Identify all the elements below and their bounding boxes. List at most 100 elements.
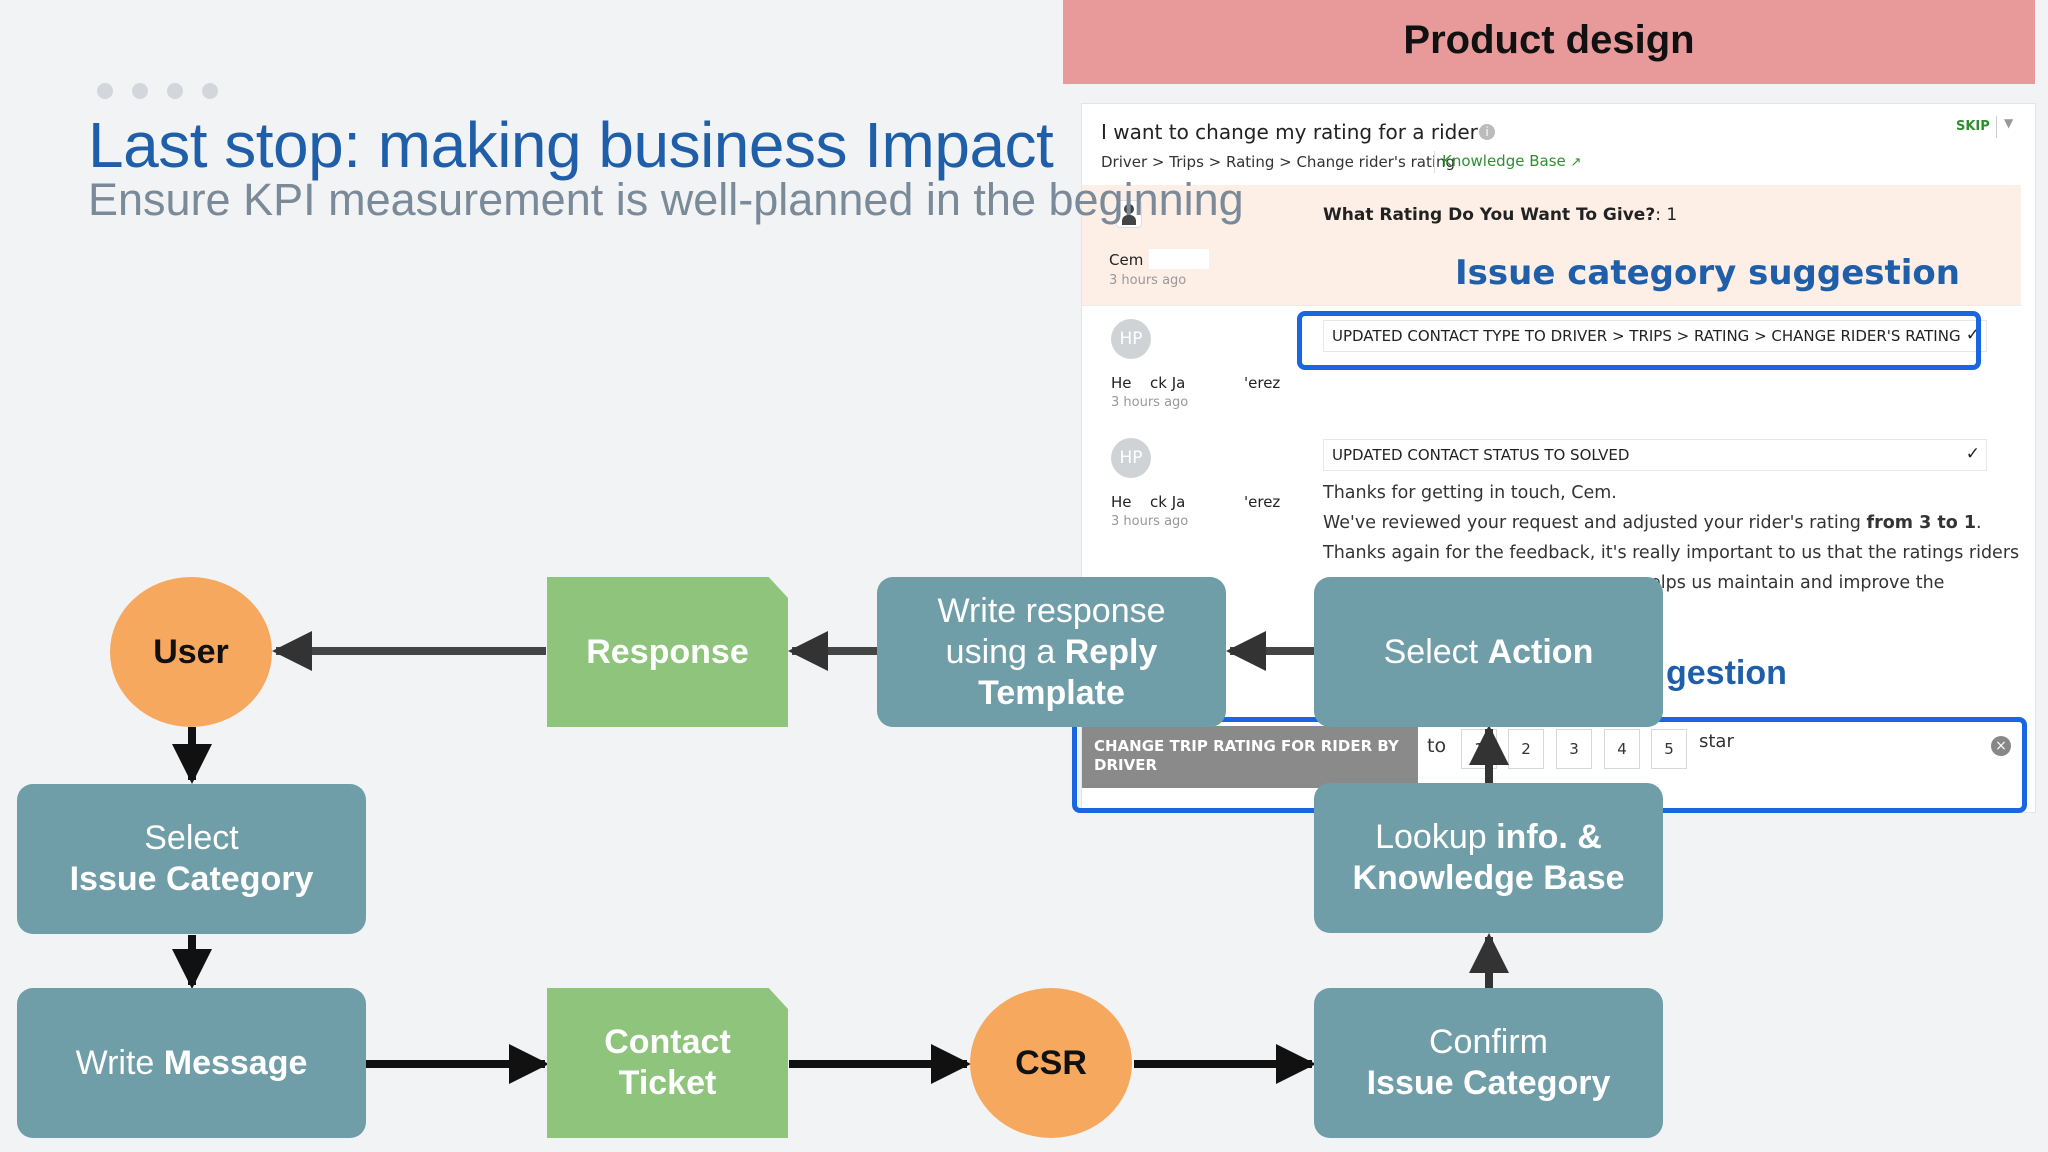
contact-ticket-line: Contact bbox=[604, 1023, 731, 1061]
reply-message-line: We've reviewed your request and adjusted… bbox=[1323, 513, 1982, 533]
csr-node-label: CSR bbox=[1015, 1043, 1087, 1082]
write-message-line: Write Message bbox=[76, 1043, 308, 1084]
agent-name-part: 'erez bbox=[1244, 374, 1281, 392]
select-action-bold: Action bbox=[1487, 632, 1594, 671]
knowledge-base-link[interactable]: Knowledge Base ↗ bbox=[1442, 152, 1581, 170]
reply-message-line: Thanks again for the feedback, it's real… bbox=[1323, 543, 2020, 563]
select-action-node: Select Action bbox=[1314, 577, 1663, 727]
write-response-bold: Template bbox=[978, 673, 1125, 712]
customer-avatar bbox=[1116, 200, 1142, 228]
agent-name-part: He bbox=[1111, 374, 1132, 392]
agent-name-part: ck Ja bbox=[1150, 374, 1186, 392]
chevron-down-icon[interactable]: ▼ bbox=[2004, 116, 2014, 130]
reply-message-line: elps us maintain and improve the bbox=[1650, 573, 1945, 593]
user-node: User bbox=[110, 577, 272, 727]
contact-ticket-line: Ticket bbox=[618, 1064, 717, 1102]
agent-initials: HP bbox=[1119, 329, 1143, 349]
star-option-4[interactable]: 4 bbox=[1604, 729, 1640, 769]
breadcrumb-divider bbox=[1434, 151, 1435, 173]
lookup-bold: info. & bbox=[1496, 818, 1602, 856]
agent-avatar: HP bbox=[1111, 319, 1151, 359]
issue-category-suggestion-label: Issue category suggestion bbox=[1455, 253, 1960, 293]
reply-message-line: Thanks for getting in touch, Cem. bbox=[1323, 483, 1617, 503]
lookup-info-node: Lookup info. & Knowledge Base bbox=[1314, 783, 1663, 933]
confirm-line: Issue Category bbox=[1367, 1063, 1611, 1104]
csr-node: CSR bbox=[970, 988, 1132, 1138]
reply-message-text: We've reviewed your request and adjusted… bbox=[1323, 513, 1867, 533]
action-row-label: UPDATED CONTACT TYPE TO DRIVER > TRIPS >… bbox=[1332, 327, 1961, 345]
write-response-bold: Reply bbox=[1064, 632, 1158, 671]
agent-name-part: He bbox=[1111, 493, 1132, 511]
star-option-5[interactable]: 5 bbox=[1651, 729, 1687, 769]
rating-question-label: What Rating Do You Want To Give? bbox=[1323, 205, 1656, 225]
select-action-text: Select bbox=[1383, 632, 1488, 671]
agent-name-part: ck Ja bbox=[1150, 493, 1186, 511]
contact-type-highlight bbox=[1297, 311, 1981, 370]
check-icon: ✓ bbox=[1965, 444, 1980, 464]
pager-dot bbox=[97, 83, 113, 99]
product-design-header: Product design bbox=[1063, 0, 2035, 84]
rating-question-value: : 1 bbox=[1655, 205, 1678, 225]
select-issue-line: Issue Category bbox=[70, 859, 314, 900]
select-action-line: Select Action bbox=[1384, 632, 1594, 673]
customer-name: Cem ! bbox=[1109, 251, 1155, 269]
info-icon: i bbox=[1479, 124, 1495, 140]
confirm-bold: Issue Category bbox=[1366, 1064, 1611, 1102]
rating-band: Cem ! 3 hours ago What Rating Do You Wan… bbox=[1082, 185, 2021, 306]
agent-time: 3 hours ago bbox=[1111, 395, 1189, 410]
agent-avatar: HP bbox=[1111, 438, 1151, 478]
to-label: to bbox=[1427, 735, 1447, 757]
knowledge-base-label: Knowledge Base bbox=[1442, 152, 1566, 170]
select-issue-bold: Issue Category bbox=[69, 860, 314, 898]
pager-dot bbox=[202, 83, 218, 99]
write-response-line: Write response bbox=[937, 591, 1166, 630]
user-node-label: User bbox=[153, 632, 229, 671]
pager-dot bbox=[167, 83, 183, 99]
action-row-contact-type: UPDATED CONTACT TYPE TO DRIVER > TRIPS >… bbox=[1323, 320, 1987, 352]
select-issue-category-node: Select Issue Category bbox=[17, 784, 366, 934]
breadcrumb: Driver > Trips > Rating > Change rider's… bbox=[1101, 153, 1456, 171]
lookup-line: Lookup info. & bbox=[1375, 817, 1602, 858]
response-node: Response bbox=[547, 577, 788, 727]
write-message-text: Write bbox=[75, 1043, 164, 1082]
select-issue-line: Select bbox=[144, 819, 239, 857]
avatar-figure-icon bbox=[1124, 204, 1134, 214]
action-row-contact-status: UPDATED CONTACT STATUS TO SOLVED ✓ bbox=[1323, 439, 1987, 471]
lookup-text: Lookup bbox=[1375, 818, 1497, 856]
reply-message-bold: from 3 to 1 bbox=[1866, 513, 1977, 533]
agent-time: 3 hours ago bbox=[1111, 514, 1189, 529]
action-suggestion-label-partial: gestion bbox=[1666, 654, 1787, 692]
ticket-heading: I want to change my rating for a rider bbox=[1101, 120, 1478, 144]
write-message-bold: Message bbox=[163, 1043, 308, 1082]
agent-name-part: 'erez bbox=[1244, 493, 1281, 511]
lookup-bold: Knowledge Base bbox=[1352, 859, 1625, 897]
agent-initials: HP bbox=[1119, 448, 1143, 468]
rating-question: What Rating Do You Want To Give?: 1 bbox=[1323, 205, 1677, 225]
write-response-line: using a Reply bbox=[946, 632, 1158, 673]
write-response-text: using a bbox=[945, 632, 1065, 671]
lookup-line: Knowledge Base bbox=[1352, 858, 1624, 899]
slide-subtitle: Ensure KPI measurement is well-planned i… bbox=[88, 174, 1244, 225]
product-design-title: Product design bbox=[1403, 18, 1695, 62]
skip-link[interactable]: SKIP bbox=[1956, 119, 1990, 134]
name-redaction bbox=[1149, 249, 1209, 269]
write-response-line: Template bbox=[978, 673, 1125, 714]
confirm-line: Confirm bbox=[1428, 1023, 1549, 1061]
avatar-body-icon bbox=[1122, 215, 1136, 225]
star-option-2[interactable]: 2 bbox=[1508, 729, 1544, 769]
action-row-label: UPDATED CONTACT STATUS TO SOLVED bbox=[1332, 446, 1630, 464]
pager-dot bbox=[132, 83, 148, 99]
external-link-icon: ↗ bbox=[1570, 155, 1582, 170]
response-node-label: Response bbox=[586, 632, 749, 671]
contact-ticket-node: Contact Ticket bbox=[547, 988, 788, 1138]
star-label: star bbox=[1699, 731, 1734, 752]
reply-message-period: . bbox=[1976, 513, 1982, 533]
change-trip-rating-action[interactable]: CHANGE TRIP RATING FOR RIDER BY DRIVER bbox=[1082, 726, 1418, 788]
slide-title: Last stop: making business Impact bbox=[88, 109, 1054, 181]
write-response-node: Write response using a Reply Template bbox=[877, 577, 1226, 727]
close-icon[interactable]: × bbox=[1991, 736, 2011, 756]
star-option-3[interactable]: 3 bbox=[1556, 729, 1592, 769]
write-message-node: Write Message bbox=[17, 988, 366, 1138]
customer-time: 3 hours ago bbox=[1109, 273, 1187, 288]
